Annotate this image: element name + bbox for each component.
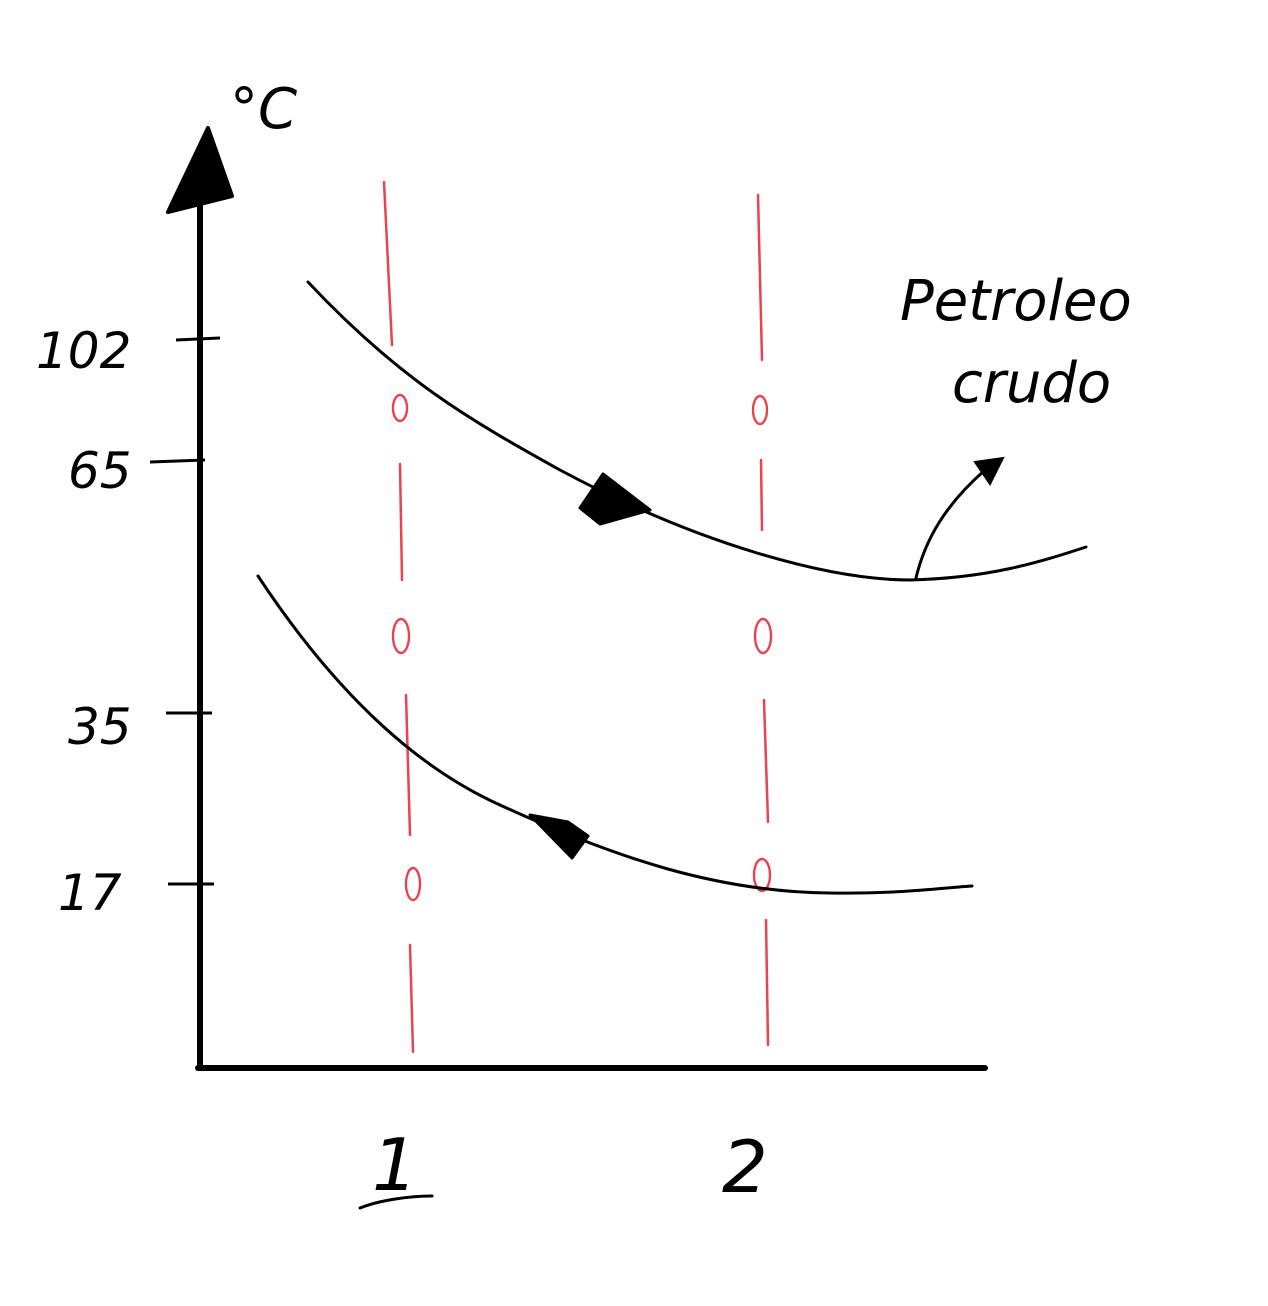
annotation-pointer: [914, 468, 987, 580]
y-tick-label-102: 102: [36, 322, 131, 380]
y-tick-102: [175, 336, 221, 342]
y-tick-65: [149, 458, 206, 464]
lower-curve-arrowhead: [528, 813, 590, 860]
annotation-line-2: crudo: [952, 351, 1111, 416]
y-unit-label: °C: [230, 77, 297, 142]
x-tick-label-2: 2: [722, 1125, 768, 1209]
upper-curve: [306, 280, 1088, 582]
red-guide-line-1: [382, 180, 415, 1054]
y-tick-label-35: 35: [68, 698, 132, 756]
y-axis-arrowhead: [166, 126, 234, 214]
red-guide-line-1-glyphs: [391, 393, 422, 902]
red-guide-line-2: [756, 193, 770, 1047]
y-tick-label-65: 65: [68, 442, 132, 500]
annotation-pointer-head: [973, 456, 1005, 486]
lower-curve: [256, 574, 974, 895]
red-guide-line-2-glyphs: [751, 394, 773, 893]
x-tick-label-1: 1: [372, 1123, 418, 1207]
annotation-line-1: Petroleo: [900, 269, 1132, 334]
x-tick-underline-1: [358, 1194, 434, 1210]
upper-curve-arrowhead: [578, 472, 652, 526]
y-tick-label-17: 17: [58, 864, 122, 922]
